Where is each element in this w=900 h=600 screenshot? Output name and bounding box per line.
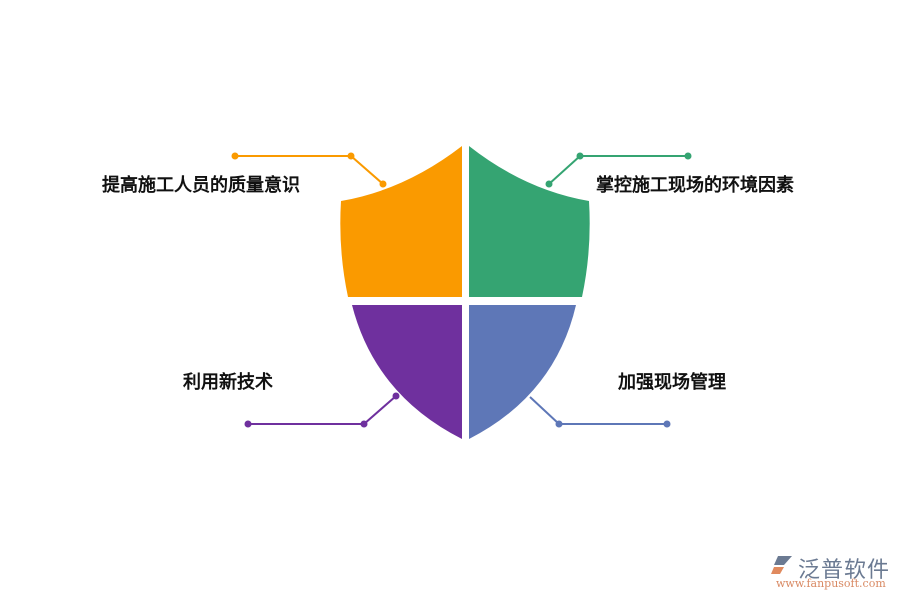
connector-top-right: [545, 152, 692, 188]
quadrant-top-left: [340, 146, 462, 297]
quadrant-bottom-left: [352, 305, 462, 439]
watermark-logo: 泛普软件 www.fanpusoft.com: [768, 552, 898, 596]
logo-name: 泛普软件: [798, 558, 891, 583]
quadrant-top-right: [469, 146, 590, 297]
connector-top-left: [231, 152, 387, 188]
label-bottom-right: 加强现场管理: [618, 372, 726, 393]
connector-bottom-left: [244, 392, 400, 428]
connector-bottom-right: [529, 396, 671, 428]
label-bottom-left: 利用新技术: [183, 372, 273, 393]
logo-url: www.fanpusoft.com: [776, 577, 886, 590]
label-top-left: 提高施工人员的质量意识: [102, 175, 300, 196]
logo-icon: [771, 556, 792, 574]
quadrant-bottom-right: [469, 305, 576, 439]
label-top-right: 掌控施工现场的环境因素: [596, 175, 794, 196]
